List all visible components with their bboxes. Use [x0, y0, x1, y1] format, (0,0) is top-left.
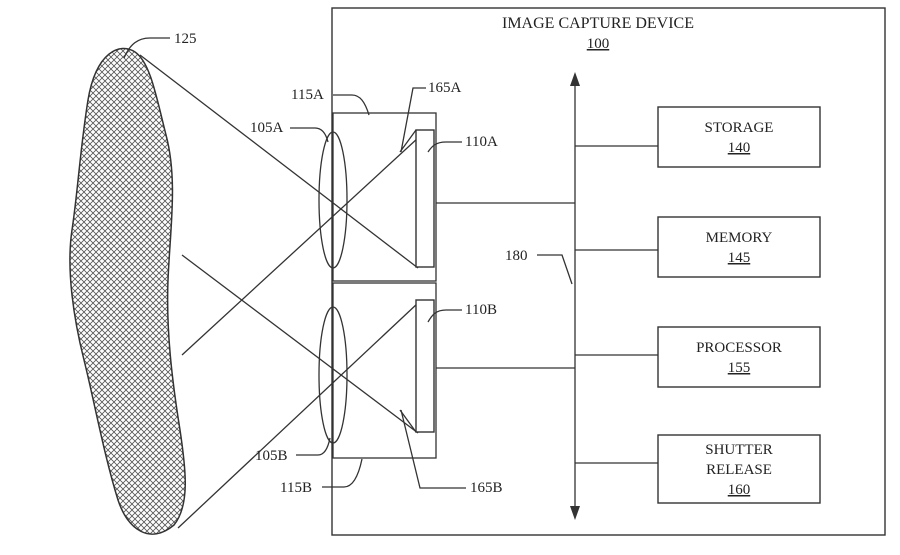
processor-ref: 155	[728, 360, 751, 376]
bus	[570, 72, 580, 520]
storage-ref: 140	[728, 140, 751, 156]
callout-110a: 110A	[465, 134, 498, 150]
shutter-label-line2: RELEASE	[706, 462, 772, 478]
housing-a	[332, 112, 437, 282]
memory-ref: 145	[728, 250, 751, 266]
bus-connections	[436, 145, 658, 464]
field-b-mark	[399, 409, 417, 433]
callout-115b: 115B	[280, 480, 312, 496]
lens-b	[318, 306, 348, 444]
storage-box	[657, 106, 821, 168]
processor-label: PROCESSOR	[696, 340, 782, 356]
callout-115a: 115A	[291, 87, 324, 103]
object-shape	[69, 47, 187, 535]
shutter-release-box	[657, 434, 821, 504]
lens-a	[318, 131, 348, 269]
processor-box	[657, 326, 821, 388]
memory-label: MEMORY	[706, 230, 773, 246]
sensor-b	[415, 299, 435, 433]
device-ref: 100	[587, 36, 610, 52]
storage-label: STORAGE	[705, 120, 774, 136]
shutter-label-line1: SHUTTER	[705, 442, 773, 458]
callout-leaders	[123, 37, 573, 489]
shutter-ref: 160	[728, 482, 751, 498]
callout-125: 125	[174, 31, 197, 47]
sensor-a	[415, 129, 435, 268]
field-a-mark	[399, 129, 417, 153]
callout-105a: 105A	[250, 120, 284, 136]
callout-165a: 165A	[428, 80, 462, 96]
callout-110b: 110B	[465, 302, 497, 318]
light-rays	[139, 54, 419, 529]
memory-box	[657, 216, 821, 278]
callout-165b: 165B	[470, 480, 503, 496]
device-title: IMAGE CAPTURE DEVICE	[502, 15, 694, 32]
callout-105b: 105B	[255, 448, 288, 464]
callout-180: 180	[505, 248, 528, 264]
housing-b	[332, 282, 437, 459]
